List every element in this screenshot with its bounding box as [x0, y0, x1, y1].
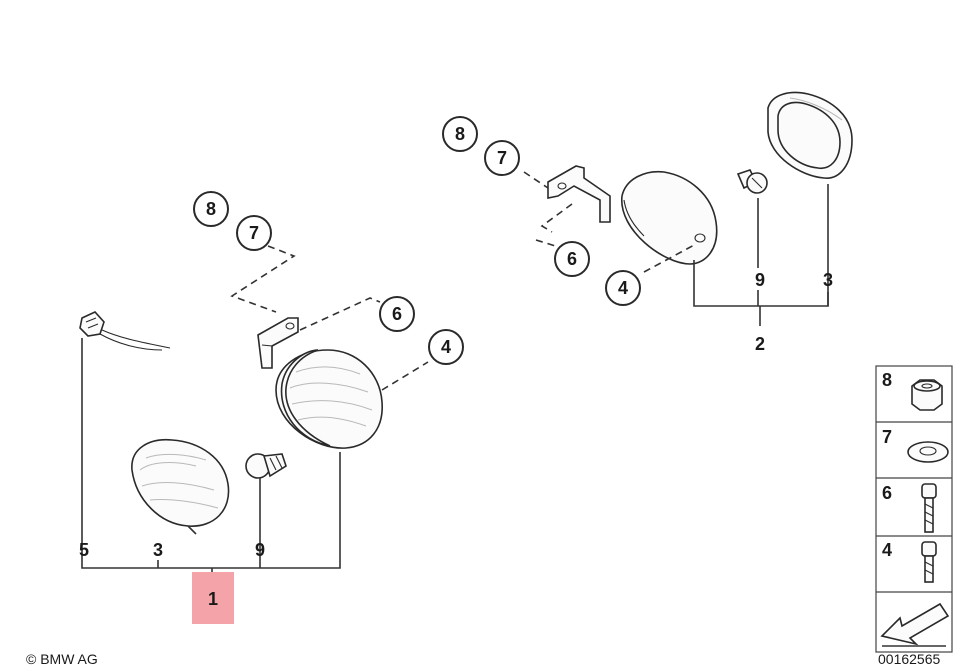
callout-8-left: 8	[193, 191, 229, 227]
label-2-right: 2	[755, 334, 765, 354]
left-bracket-part	[257, 317, 299, 369]
right-turn-signal-housing	[621, 170, 718, 265]
callout-7-right: 7	[484, 140, 520, 176]
left-lens-part	[131, 438, 230, 527]
highlight-box-part-1[interactable]	[192, 572, 234, 624]
label-1: 1	[208, 589, 218, 609]
callout-4-left-text: 4	[441, 337, 451, 357]
label-3-left: 3	[153, 540, 163, 560]
legend-label-6: 6	[882, 483, 892, 503]
callout-6-left-text: 6	[392, 304, 402, 324]
nut-icon	[911, 379, 943, 411]
legend-label-8: 8	[882, 370, 892, 390]
copyright-text: © BMW AG	[26, 651, 98, 667]
callout-4-right-text: 4	[618, 278, 628, 298]
callout-4-right: 4	[605, 270, 641, 306]
diagram-code: 00162565	[878, 651, 941, 667]
label-3-right: 3	[823, 270, 833, 290]
left-bulb-part	[245, 453, 287, 479]
callout-7-left: 7	[236, 215, 272, 251]
bolt-long-icon	[921, 483, 937, 533]
callout-6-right-text: 6	[567, 249, 577, 269]
left-turn-signal-housing	[275, 349, 383, 449]
connector-plug-part	[79, 311, 171, 351]
washer-icon	[907, 441, 949, 463]
label-9-right: 9	[755, 270, 765, 290]
hardware-legend: 8 7 6 4	[875, 365, 953, 653]
callout-7-right-text: 7	[497, 148, 507, 168]
callout-4-left: 4	[428, 329, 464, 365]
label-9-left: 9	[255, 540, 265, 560]
bolt-short-icon	[921, 541, 937, 583]
callout-6-left: 6	[379, 296, 415, 332]
right-bulb-part	[736, 169, 768, 194]
right-lens-part	[767, 91, 853, 179]
right-bracket-part	[547, 165, 611, 223]
label-5-left: 5	[79, 540, 89, 560]
callout-6-right: 6	[554, 241, 590, 277]
callout-7-left-text: 7	[249, 223, 259, 243]
callout-8-right: 8	[442, 116, 478, 152]
legend-label-7: 7	[882, 427, 892, 447]
direction-arrow-icon	[880, 602, 950, 647]
callout-8-right-text: 8	[455, 124, 465, 144]
legend-label-4: 4	[882, 540, 892, 560]
callout-8-left-text: 8	[206, 199, 216, 219]
